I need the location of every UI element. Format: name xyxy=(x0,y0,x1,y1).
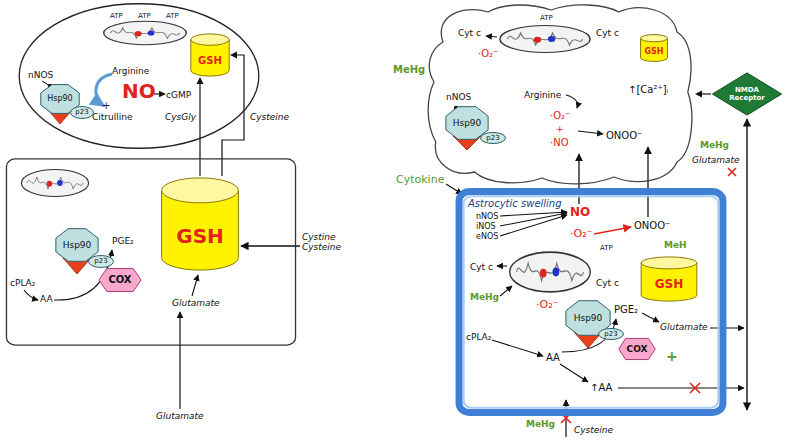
node-text: AA xyxy=(546,352,560,364)
node-text: Cyt c xyxy=(458,28,481,38)
node-label: NMDA Receptor xyxy=(729,86,765,102)
node-text: ·O₂⁻ xyxy=(536,299,558,312)
node-text: PGE₂ xyxy=(614,304,638,316)
annotation-label: Cystine Cysteine xyxy=(302,232,341,253)
node-text: cPLA₂ xyxy=(10,278,35,288)
node-text: ATP xyxy=(138,12,151,20)
node-text: Glutamate xyxy=(172,298,220,308)
node-text: AA xyxy=(40,294,53,304)
node-label: p23 xyxy=(604,330,617,338)
node-label: GSH xyxy=(198,55,222,67)
connector-arrow xyxy=(197,77,204,176)
node-text: ·O₂⁻ xyxy=(478,48,498,60)
node-label: GSH xyxy=(176,225,224,248)
block-marks xyxy=(561,168,736,423)
edge-label: Cysteine xyxy=(249,112,290,122)
node-text: ·O₂⁻ xyxy=(550,110,570,122)
annotation-label: MeHg xyxy=(526,419,555,429)
node-label: Hsp90 xyxy=(574,313,603,323)
node-label: GSH xyxy=(644,47,663,56)
node-label: COX xyxy=(108,274,131,286)
gsh-pool: GSH xyxy=(640,34,668,62)
annotation-label: Cytokine xyxy=(396,174,444,187)
arrows xyxy=(24,36,747,437)
astrocyte-cell: PGE₂ cPLA₂ AA Glutamate GSH Hsp90p23COX xyxy=(5,158,297,346)
injured-neuron: ATP Cyt c Cyt c ·O₂⁻ nNOS Arginine ·O₂⁻ + ·NO ONO… xyxy=(425,2,695,186)
annotation-label: Cysteine xyxy=(574,425,613,435)
gsh-pool: GSH xyxy=(160,176,240,272)
node-label: Hsp90 xyxy=(63,240,92,250)
node-label: GSH xyxy=(655,278,684,292)
annotation-label: Glutamate xyxy=(692,155,740,165)
gsh-pool: GSH xyxy=(190,33,230,77)
node-text: ATP xyxy=(600,244,613,252)
node-text: + xyxy=(556,124,564,134)
node-text: NO xyxy=(570,206,590,220)
node-text: Cyt c xyxy=(470,262,493,272)
node-label: COX xyxy=(627,344,648,354)
mitochondria xyxy=(21,21,590,292)
node-text: ONOO⁻ xyxy=(634,220,670,232)
node-label: p23 xyxy=(94,257,107,265)
node-text: Arginine xyxy=(112,66,149,76)
annotation-label: Glutamate xyxy=(156,411,204,421)
node-label: Hsp90 xyxy=(47,94,72,103)
connector-arrow xyxy=(695,91,711,98)
node-text: ATP xyxy=(110,12,123,20)
node-text: PGE₂ xyxy=(112,236,134,246)
atp-triangles xyxy=(48,110,602,348)
p23-protein: p23 xyxy=(88,255,114,268)
node-text: ↑AA xyxy=(590,382,612,394)
cox-enzyme: COX xyxy=(618,338,656,360)
node-text: Cyt c xyxy=(596,278,619,288)
node-text: MeHg xyxy=(470,292,499,302)
node-label: p23 xyxy=(486,134,499,142)
node-text: ATP xyxy=(166,12,179,20)
node-text: cPLA₂ xyxy=(466,332,491,342)
p23-protein: p23 xyxy=(70,106,94,119)
node-text: + xyxy=(102,100,110,112)
node-text: nNOS xyxy=(446,92,471,102)
node-text: ATP xyxy=(540,14,553,22)
node-text: nNOS xyxy=(28,70,53,80)
node-text: cGMP xyxy=(166,90,191,100)
gsh-pool: GSH xyxy=(640,256,698,302)
edge-label: CysGly xyxy=(164,112,197,122)
node-text: Citrulline xyxy=(92,112,132,122)
node-text: nNOS xyxy=(476,212,498,221)
cox-enzyme: COX xyxy=(98,268,142,292)
node-text: Glutamate xyxy=(660,322,708,332)
nmda-receptor: NMDA Receptor xyxy=(711,72,783,116)
node-text: ·NO xyxy=(550,137,569,149)
node-text: eNOS xyxy=(476,232,498,241)
annotation-label: MeHg xyxy=(700,140,729,150)
swollen-astrocyte: Astrocytic swelling nNOSiNOSeNOS NO ·O₂⁻ ONO… xyxy=(455,188,727,416)
node-text: Cyt c xyxy=(596,28,619,38)
p23-protein: p23 xyxy=(480,132,506,144)
node-text: iNOS xyxy=(476,222,496,231)
node-text: + xyxy=(666,348,678,364)
node-text: Astrocytic swelling xyxy=(468,198,562,210)
node-text: ·O₂⁻ xyxy=(570,228,592,241)
node-text: Arginine xyxy=(524,90,561,100)
node-text: ONOO⁻ xyxy=(606,130,642,142)
node-text: MeH xyxy=(664,240,687,250)
node-text: ↑[Ca²⁺]ᵢ xyxy=(628,84,668,96)
p23-protein: p23 xyxy=(598,328,624,340)
neuron-cell: ATP ATP ATP nNOS ArginineNO cGMP +Citrulline GS… xyxy=(18,3,260,149)
node-label: p23 xyxy=(75,108,88,116)
annotation-label: MeHg xyxy=(393,64,425,76)
node-text: NO xyxy=(122,80,156,103)
astrocyte-cell-outline xyxy=(5,158,297,346)
node-label: Hsp90 xyxy=(453,118,482,128)
